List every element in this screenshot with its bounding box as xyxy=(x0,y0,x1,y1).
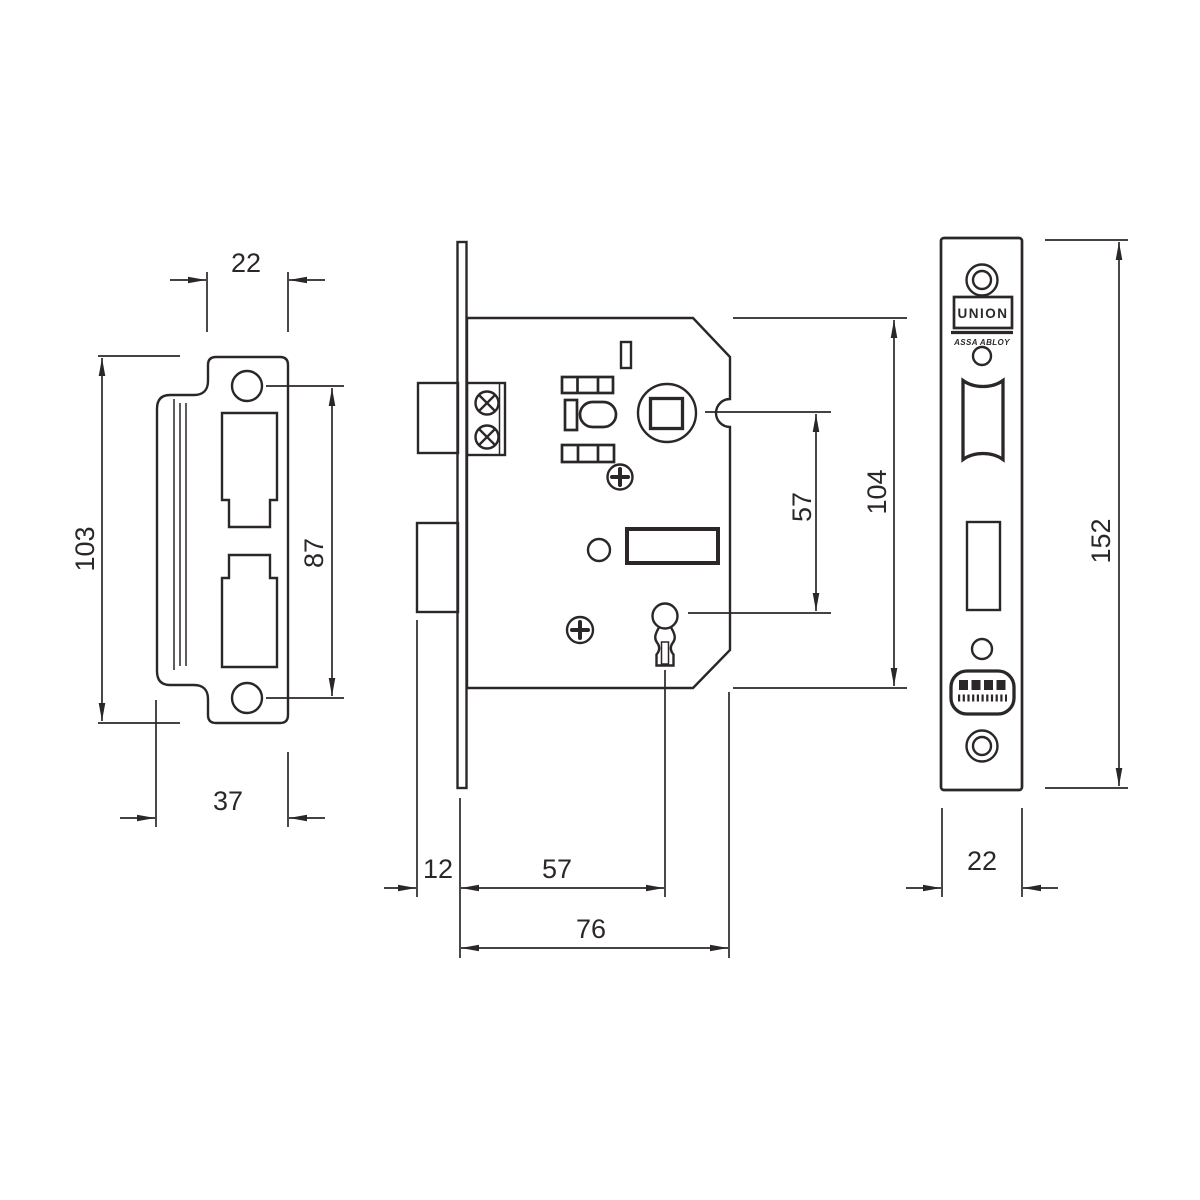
latch-bolt-front xyxy=(961,377,1005,463)
dim-strike-screw-centres: 87 xyxy=(299,538,329,568)
dim-strike-overall-width: 37 xyxy=(213,786,243,816)
deadbolt-slot-front xyxy=(965,520,1002,612)
keyhole-icon xyxy=(651,602,679,667)
strike-screw-hole-bottom xyxy=(230,681,264,715)
dim-case-depth: 76 xyxy=(576,914,606,944)
case-mechanism-details xyxy=(560,340,720,667)
dim-forend-width: 22 xyxy=(967,846,997,876)
forend-view: UNION ASSA ABLOY xyxy=(939,236,1024,792)
strike-plate-dimensions: 22 103 87 37 xyxy=(70,248,344,827)
lever-stack-lower xyxy=(560,443,616,464)
union-logo-text: UNION xyxy=(958,306,1009,321)
faceplate-edge xyxy=(456,240,468,790)
strike-plate-view xyxy=(155,355,290,725)
lock-case-view xyxy=(415,240,732,790)
spring-slot xyxy=(619,340,633,370)
phillips-screw-icon xyxy=(474,390,500,416)
countersunk-screw-hole-icon xyxy=(965,729,999,763)
strike-screw-hole-top xyxy=(230,369,264,403)
phillips-screw-icon xyxy=(474,424,500,450)
forend-plate-outline xyxy=(939,236,1024,792)
forend-dimensions: 152 22 xyxy=(906,239,1128,897)
latch-bolt xyxy=(416,381,460,455)
stump-slot xyxy=(578,400,618,429)
dim-case-centres: 57 xyxy=(787,492,817,522)
assa-abloy-text: ASSA ABLOY xyxy=(953,338,1010,347)
lock-case-outline xyxy=(465,316,732,690)
fixing-screw-block xyxy=(465,381,507,457)
logo-pendant-circle xyxy=(971,345,993,367)
certification-badge-icon xyxy=(949,669,1016,716)
lever-stack-upper xyxy=(560,375,615,395)
dim-forend-height: 152 xyxy=(1086,518,1116,563)
countersunk-screw-hole-icon xyxy=(965,263,999,297)
dim-strike-overall-height: 103 xyxy=(70,526,100,571)
deadbolt-tail xyxy=(625,527,720,565)
deadbolt xyxy=(415,521,460,614)
deadbolt-cutout xyxy=(220,553,279,669)
phillips-screw-icon xyxy=(565,615,595,645)
strike-lip-bend-lines xyxy=(173,399,187,670)
lock-case-dimensions: 57 104 12 57 76 xyxy=(384,317,907,958)
strike-plate-outline xyxy=(155,355,290,725)
pivot-hole xyxy=(586,537,612,563)
guide-slot xyxy=(563,398,579,432)
spindle-follower-icon xyxy=(636,382,698,444)
dim-strike-face-width: 22 xyxy=(231,248,261,278)
union-logo: UNION ASSA ABLOY xyxy=(951,295,1014,367)
latch-cutout xyxy=(220,411,279,529)
bolt-through-hole xyxy=(970,637,994,661)
dim-bolt-projection: 12 xyxy=(423,854,453,884)
dim-case-height: 104 xyxy=(862,469,892,514)
phillips-screw-icon xyxy=(606,463,634,491)
dim-backset: 57 xyxy=(542,854,572,884)
